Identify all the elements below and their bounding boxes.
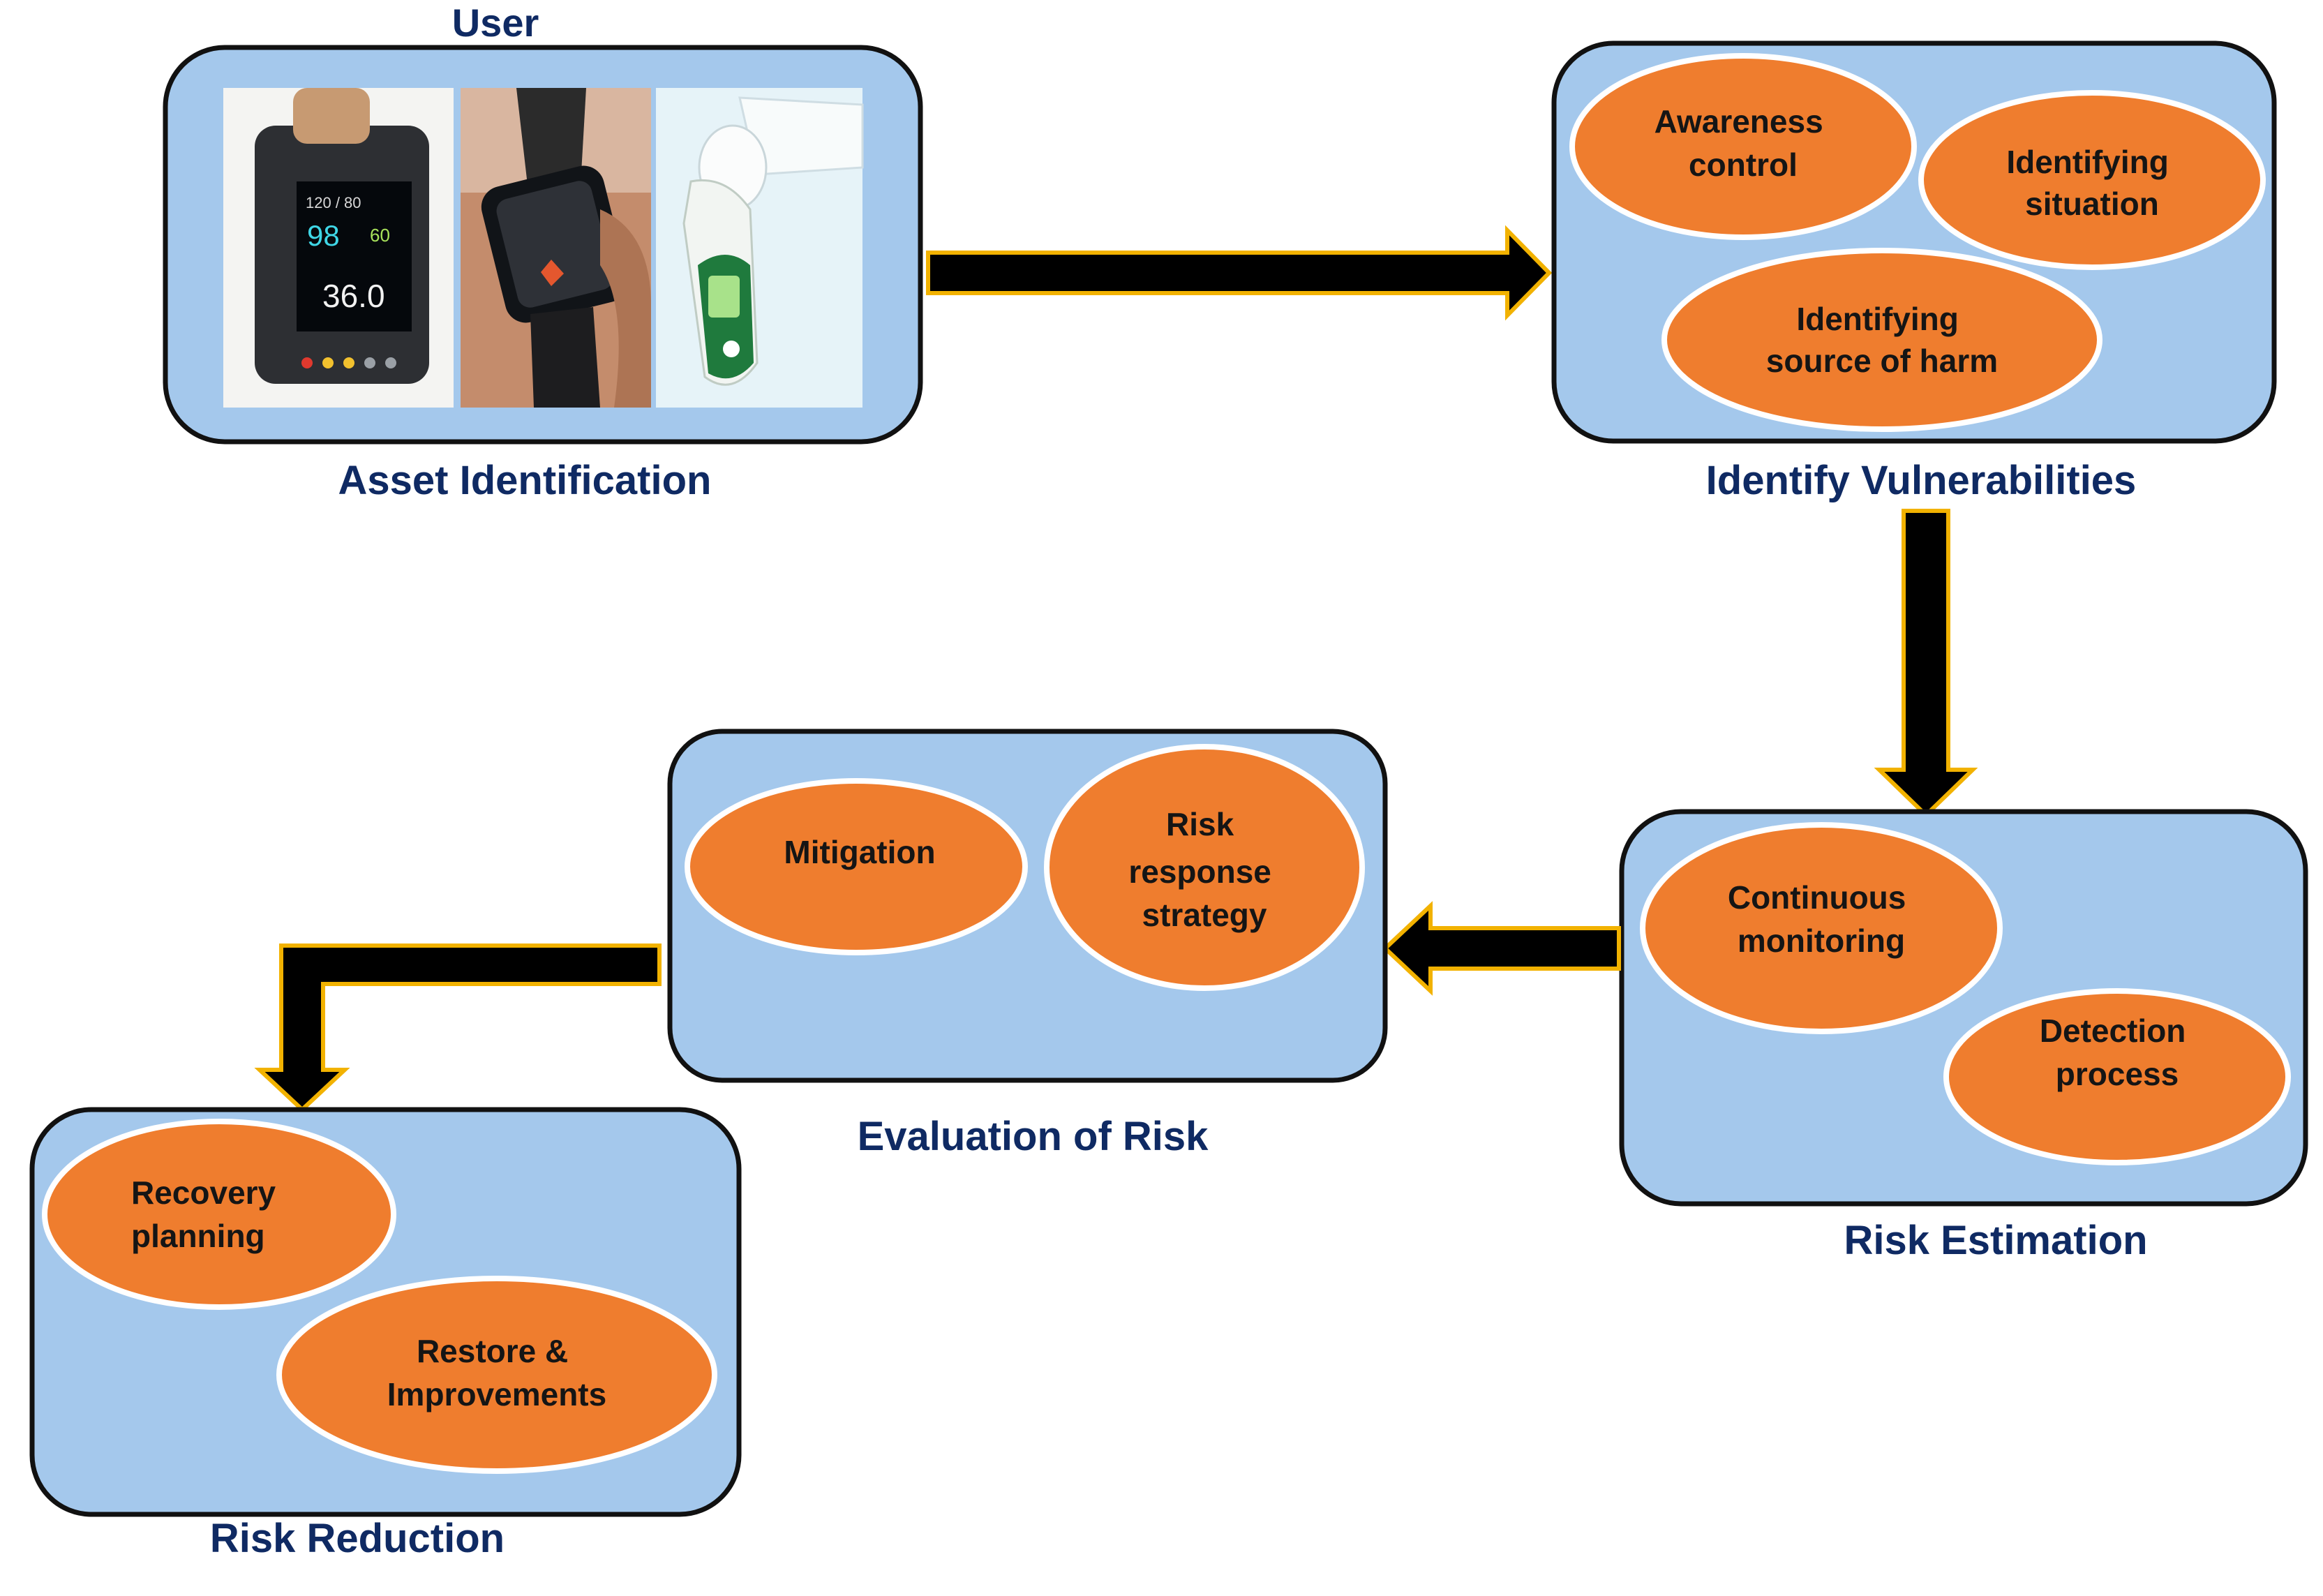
continuous-monitoring-oval: Continuous monitoring xyxy=(1640,822,2003,1034)
evaluation-of-risk-title: Evaluation of Risk xyxy=(858,1114,1209,1159)
awareness-control-line-2: control xyxy=(1689,147,1798,183)
monitor-reading-top: 120 / 80 xyxy=(306,194,361,211)
detection-process-line-1: Detection xyxy=(2040,1013,2186,1049)
recovery-planning-line-2: planning xyxy=(131,1218,265,1254)
identify-vulnerabilities-title: Identify Vulnerabilities xyxy=(1706,458,2137,503)
restore-improvements-line-1: Restore & xyxy=(417,1333,568,1369)
awareness-control-oval: Awareness control xyxy=(1569,53,1917,240)
asset-identification-title: Asset Identification xyxy=(338,458,712,503)
patient-monitor-image: 120 / 80 98 60 36.0 xyxy=(223,88,454,408)
restore-improvements-oval: Restore & Improvements xyxy=(276,1276,717,1474)
detection-process-label: Detection process xyxy=(2040,1013,2195,1092)
identifying-source-of-harm-label: Identifying source of harm xyxy=(1766,301,1998,379)
detection-process-oval: Detection process xyxy=(1943,988,2291,1165)
risk-reduction-title: Risk Reduction xyxy=(210,1516,505,1561)
smartwatch-image xyxy=(461,88,651,408)
recovery-planning-label: Recovery planning xyxy=(131,1174,285,1254)
identifying-situation-label: Identifying situation xyxy=(2006,144,2177,222)
risk-response-strategy-label: Risk response strategy xyxy=(1128,806,1280,933)
identifying-situation-line-2: situation xyxy=(2025,186,2159,222)
identifying-source-of-harm-oval: Identifying source of harm xyxy=(1661,248,2102,432)
monitor-reading-left: 98 xyxy=(307,219,340,252)
detection-process-line-2: process xyxy=(2056,1056,2179,1092)
arrow-asset-to-vulnerabilities xyxy=(926,225,1553,321)
arrow-evaluation-to-reduction xyxy=(254,944,662,1113)
awareness-control-label: Awareness control xyxy=(1655,103,1832,183)
risk-estimation-title: Risk Estimation xyxy=(1844,1218,2147,1263)
continuous-monitoring-label: Continuous monitoring xyxy=(1728,879,1915,959)
user-label: User xyxy=(452,1,539,45)
awareness-control-line-1: Awareness xyxy=(1655,103,1823,140)
spirometer-image xyxy=(656,88,864,408)
risk-response-strategy-oval: Risk response strategy xyxy=(1044,744,1365,991)
mitigation-oval: Mitigation xyxy=(685,778,1028,955)
recovery-planning-oval: Recovery planning xyxy=(42,1119,396,1310)
restore-improvements-line-2: Improvements xyxy=(387,1376,606,1412)
continuous-monitoring-line-1: Continuous xyxy=(1728,879,1906,916)
source-of-harm-line-2: source of harm xyxy=(1766,343,1998,379)
risk-response-line-3: strategy xyxy=(1142,897,1267,933)
monitor-reading-right: 60 xyxy=(370,225,390,246)
source-of-harm-line-1: Identifying xyxy=(1796,301,1959,337)
arrow-vulnerabilities-to-estimation xyxy=(1874,509,1978,819)
risk-response-line-2: response xyxy=(1128,853,1271,890)
medical-devices-image: 120 / 80 98 60 36.0 xyxy=(223,88,864,408)
monitor-reading-main: 36.0 xyxy=(322,278,385,314)
risk-response-line-1: Risk xyxy=(1166,806,1234,842)
recovery-planning-line-1: Recovery xyxy=(131,1174,276,1211)
continuous-monitoring-line-2: monitoring xyxy=(1738,923,1905,959)
identifying-situation-line-1: Identifying xyxy=(2006,144,2169,180)
identifying-situation-oval: Identifying situation xyxy=(1918,90,2266,270)
mitigation-label: Mitigation xyxy=(784,834,935,870)
restore-improvements-label: Restore & Improvements xyxy=(387,1333,606,1412)
arrow-estimation-to-evaluation xyxy=(1382,901,1621,996)
mitigation-line-1: Mitigation xyxy=(784,834,935,870)
